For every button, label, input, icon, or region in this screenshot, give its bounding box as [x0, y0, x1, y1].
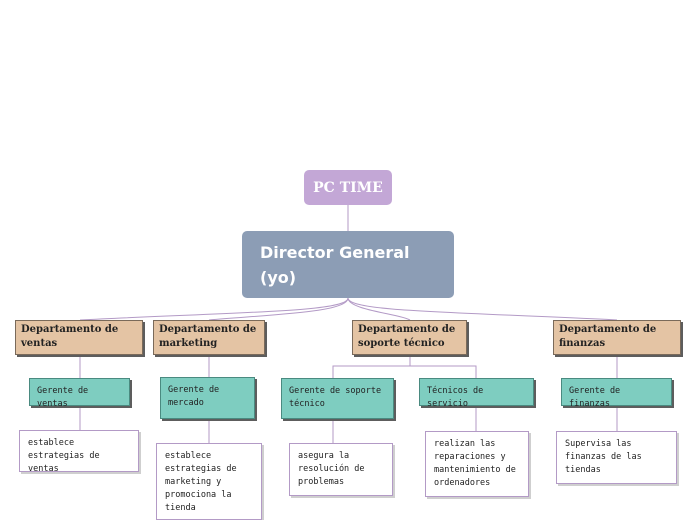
- manager-ventas-label: Gerente de ventas: [37, 386, 89, 409]
- dept-soporte-tecnico[interactable]: Departamento de soporte técnico: [352, 320, 467, 355]
- manager-tecnicos-servicio[interactable]: Técnicos de servicio: [419, 378, 534, 409]
- task-soporte-text: asegura la resolución de problemas: [298, 451, 365, 487]
- manager-soporte-tecnico[interactable]: Gerente de soporte técnico: [281, 378, 394, 419]
- dept-finanzas-label: Departamento de finanzas: [559, 324, 657, 349]
- dept-marketing[interactable]: Departamento de marketing: [153, 320, 265, 355]
- connector-director-ventas: [79, 297, 349, 321]
- root-label: PC TIME: [313, 179, 383, 196]
- task-finanzas-text: Supervisa las finanzas de las tiendas: [565, 439, 642, 475]
- manager-finanzas[interactable]: Gerente de finanzas: [561, 378, 672, 409]
- task-tecnicos-text: realizan las reparaciones y mantenimient…: [434, 439, 516, 488]
- task-ventas-text: establece estrategias de ventas: [28, 438, 100, 474]
- task-tecnicos[interactable]: realizan las reparaciones y mantenimient…: [425, 431, 529, 497]
- connector-soporte-managers: [332, 355, 477, 378]
- root-node-pc-time[interactable]: PC TIME: [304, 170, 392, 205]
- dept-soporte-label: Departamento de soporte técnico: [358, 324, 456, 349]
- manager-mercado[interactable]: Gerente de mercado: [160, 377, 255, 419]
- dept-finanzas[interactable]: Departamento de finanzas: [553, 320, 681, 355]
- director-node[interactable]: Director General (yo): [242, 231, 454, 298]
- manager-mercado-label: Gerente de mercado: [168, 385, 220, 408]
- manager-soporte-label: Gerente de soporte técnico: [289, 386, 382, 409]
- director-label: Director General (yo): [260, 243, 410, 287]
- dept-ventas-label: Departamento de ventas: [21, 324, 119, 349]
- connector-director-finanzas: [347, 297, 618, 321]
- manager-ventas[interactable]: Gerente de ventas: [29, 378, 130, 409]
- dept-marketing-label: Departamento de marketing: [159, 324, 257, 349]
- task-soporte[interactable]: asegura la resolución de problemas: [289, 443, 393, 496]
- connector-director-soporte: [347, 297, 411, 321]
- task-marketing[interactable]: establece estrategias de marketing y pro…: [156, 443, 262, 520]
- manager-tecnicos-label: Técnicos de servicio: [427, 386, 484, 409]
- manager-finanzas-label: Gerente de finanzas: [569, 386, 621, 409]
- dept-ventas[interactable]: Departamento de ventas: [15, 320, 143, 355]
- task-ventas[interactable]: establece estrategias de ventas: [19, 430, 139, 474]
- task-finanzas[interactable]: Supervisa las finanzas de las tiendas: [556, 431, 677, 484]
- task-marketing-text: establece estrategias de marketing y pro…: [165, 451, 237, 513]
- connector-director-marketing: [208, 297, 349, 321]
